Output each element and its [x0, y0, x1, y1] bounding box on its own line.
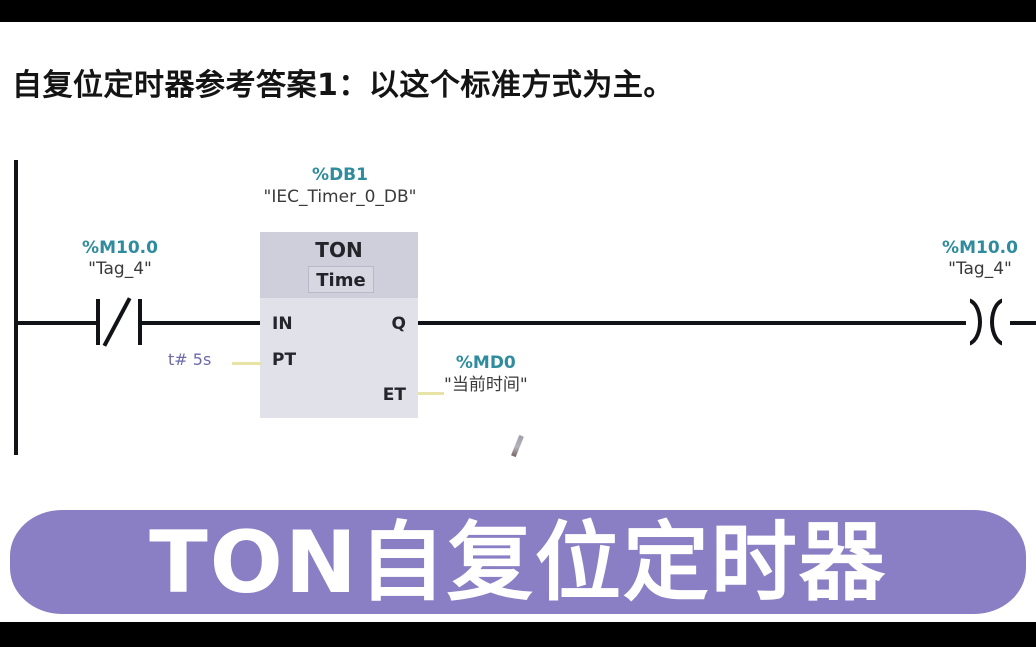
- pin-q-label[interactable]: Q: [391, 314, 406, 334]
- contact-post-left: [96, 299, 100, 345]
- db-address: %DB1: [312, 165, 368, 185]
- coil-operand-label: %M10.0 "Tag_4": [920, 238, 1036, 281]
- letterbox-top: [0, 0, 1036, 22]
- rung-wire-contact-to-in: [140, 321, 265, 325]
- ton-data-type-selector[interactable]: Time: [308, 266, 374, 293]
- rung-wire-coil-to-edge: [1010, 321, 1036, 325]
- et-tag: "当前时间": [444, 375, 528, 396]
- contact-operand-label: %M10.0 "Tag_4": [60, 238, 180, 281]
- et-address: %MD0: [455, 353, 516, 373]
- db-tag: "IEC_Timer_0_DB": [263, 187, 417, 208]
- normally-closed-contact-icon[interactable]: [96, 297, 142, 347]
- et-operand-label[interactable]: %MD0 "当前时间": [444, 352, 528, 396]
- coil-address: %M10.0: [942, 238, 1018, 258]
- power-rail: [14, 160, 18, 455]
- ladder-diagram: %M10.0 "Tag_4" %DB1 "IEC_Timer_0_DB" TON…: [0, 130, 1036, 490]
- pt-connector-wire: [232, 362, 262, 365]
- letterbox-bottom: [0, 622, 1036, 647]
- contact-post-right: [138, 299, 142, 345]
- contact-negation-slash: [102, 297, 132, 347]
- page-title: 自复位定时器参考答案1：以这个标准方式为主。: [12, 68, 674, 103]
- pin-in-label[interactable]: IN: [272, 314, 293, 334]
- rung-wire-q-to-coil: [414, 321, 966, 325]
- contact-tag: "Tag_4": [88, 259, 152, 280]
- coil-tag: "Tag_4": [948, 259, 1012, 280]
- ton-instruction-name: TON: [315, 238, 363, 262]
- caption-banner-text: TON自复位定时器: [149, 513, 887, 613]
- pt-preset-value[interactable]: t# 5s: [168, 350, 212, 369]
- pin-et-label[interactable]: ET: [382, 385, 406, 405]
- pencil-cursor-icon: [511, 434, 524, 458]
- rung-wire-rail-to-contact: [16, 321, 98, 325]
- output-coil-icon[interactable]: [962, 298, 1012, 346]
- et-connector-wire: [418, 392, 444, 395]
- content-stage: 自复位定时器参考答案1：以这个标准方式为主。 %M10.0 "Tag_4" %D…: [0, 22, 1036, 622]
- caption-banner: [10, 510, 1026, 614]
- ton-function-block[interactable]: TON Time IN PT Q ET: [260, 232, 418, 418]
- contact-address: %M10.0: [82, 238, 158, 258]
- pin-pt-label[interactable]: PT: [272, 350, 297, 370]
- instance-db-label: %DB1 "IEC_Timer_0_DB": [240, 164, 440, 208]
